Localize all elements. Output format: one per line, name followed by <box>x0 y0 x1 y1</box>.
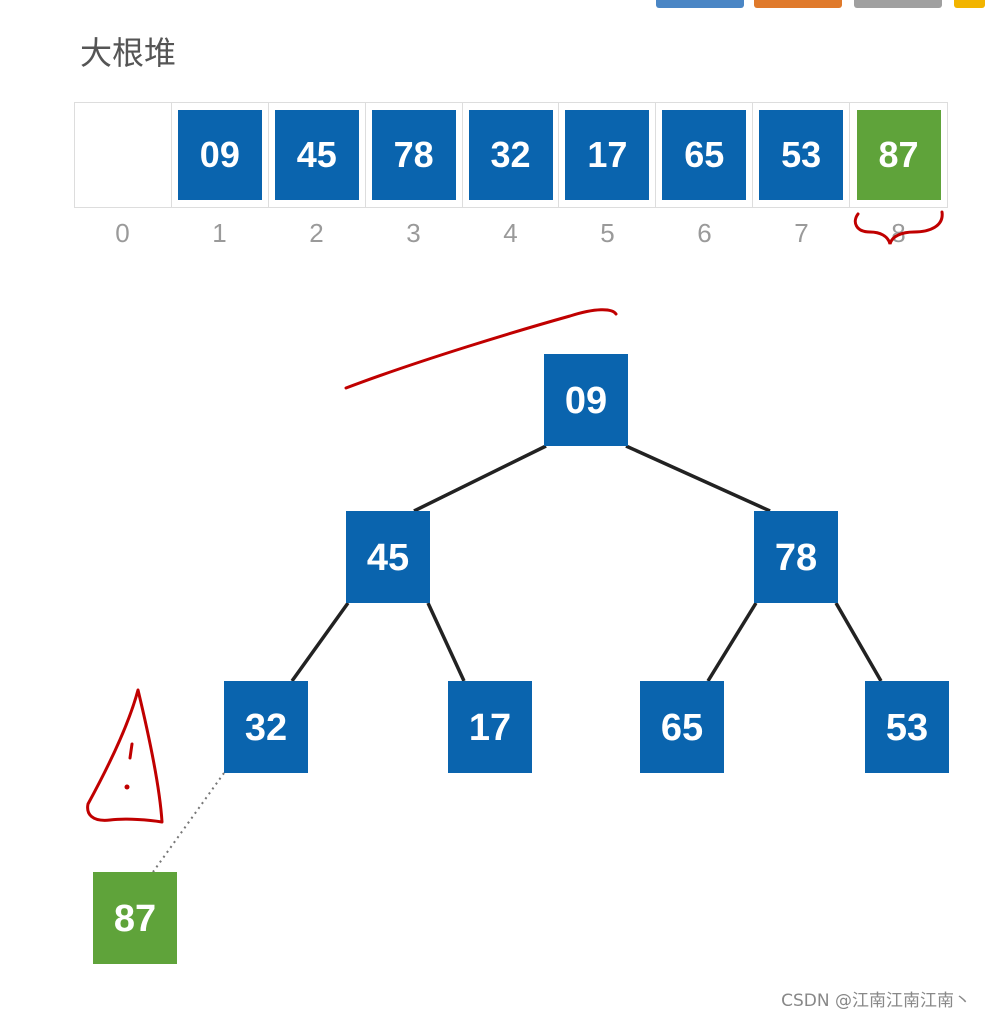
annotation-brace-mark <box>853 210 944 245</box>
array-cell-3: 78 <box>366 103 463 207</box>
array-value-5: 17 <box>565 110 650 200</box>
tree-node-box <box>754 511 838 603</box>
array-value-7: 53 <box>759 110 844 200</box>
legend-swatch-yellow <box>954 0 985 8</box>
tree-edge-n2-n5 <box>426 602 466 682</box>
array-cell-1: 09 <box>172 103 269 207</box>
array-value-2: 45 <box>274 110 359 200</box>
array-cell-4: 32 <box>463 103 560 207</box>
tree-node-45: 45 <box>346 511 430 603</box>
array-cell-5: 17 <box>559 103 657 207</box>
tree-node-box <box>448 681 532 773</box>
array-cell-6: 65 <box>656 103 754 207</box>
tree-node-box <box>346 511 430 603</box>
tree-edge-n1-n3 <box>625 444 771 513</box>
legend-swatch-gray <box>854 0 942 8</box>
array-cell-0 <box>75 103 172 207</box>
tree-node-87: 87 <box>93 872 177 964</box>
array-value-8: 87 <box>856 110 941 200</box>
tree-edge-n3-n6 <box>706 602 758 682</box>
array-value-6: 65 <box>662 110 747 200</box>
tree-edge-n1-n2 <box>413 444 547 513</box>
array-cell-7: 53 <box>753 103 851 207</box>
array-index-3: 3 <box>406 218 421 248</box>
array-value-4: 32 <box>468 110 553 200</box>
tree-node-box <box>640 681 724 773</box>
array-index-6: 6 <box>697 218 712 248</box>
tree-edge-n4-n8 <box>152 772 225 873</box>
tree-node-label: 78 <box>775 537 817 579</box>
array-index-2: 2 <box>309 218 324 248</box>
array-index-5: 5 <box>600 218 615 248</box>
tree-node-label: 53 <box>886 707 928 749</box>
annotation-exclamation-line <box>128 742 134 760</box>
tree-node-box <box>865 681 949 773</box>
legend-swatch-orange <box>754 0 842 8</box>
tree-node-label: 45 <box>367 537 409 579</box>
tree-node-box <box>224 681 308 773</box>
tree-node-label: 09 <box>565 380 607 422</box>
array-index-row: 0 1 2 3 4 5 6 7 8 <box>74 218 948 258</box>
page-title: 大根堆 <box>80 34 177 72</box>
tree-node-label: 65 <box>661 707 703 749</box>
tree-node-32: 32 <box>224 681 308 773</box>
array-index-1: 1 <box>212 218 227 248</box>
annotation-warning-triangle <box>86 688 164 824</box>
array-value-1: 09 <box>177 110 262 200</box>
tree-node-label: 32 <box>245 707 287 749</box>
tree-node-label: 87 <box>114 898 156 940</box>
tree-node-box <box>93 872 177 964</box>
tree-node-box <box>544 354 628 446</box>
tree-node-78: 78 <box>754 511 838 603</box>
tree-edge-n2-n4 <box>290 601 350 683</box>
tree-node-53: 53 <box>865 681 949 773</box>
tree-edge-n3-n7 <box>834 602 883 682</box>
tree-node-label: 17 <box>469 707 511 749</box>
array-index-4: 4 <box>503 218 518 248</box>
tree-node-65: 65 <box>640 681 724 773</box>
array-index-7: 7 <box>794 218 809 248</box>
tree-node-17: 17 <box>448 681 532 773</box>
array-cell-2: 45 <box>269 103 366 207</box>
watermark: CSDN @江南江南江南丶 <box>781 991 971 1011</box>
legend-swatch-blue <box>656 0 744 8</box>
array-index-8: 8 <box>891 218 906 248</box>
array-value-3: 78 <box>371 110 456 200</box>
tree-node-09: 09 <box>544 354 628 446</box>
annotation-arc-mark <box>344 308 618 390</box>
annotation-exclamation-dot <box>124 784 130 790</box>
array-cell-8: 87 <box>850 103 947 207</box>
array-index-0: 0 <box>115 218 130 248</box>
